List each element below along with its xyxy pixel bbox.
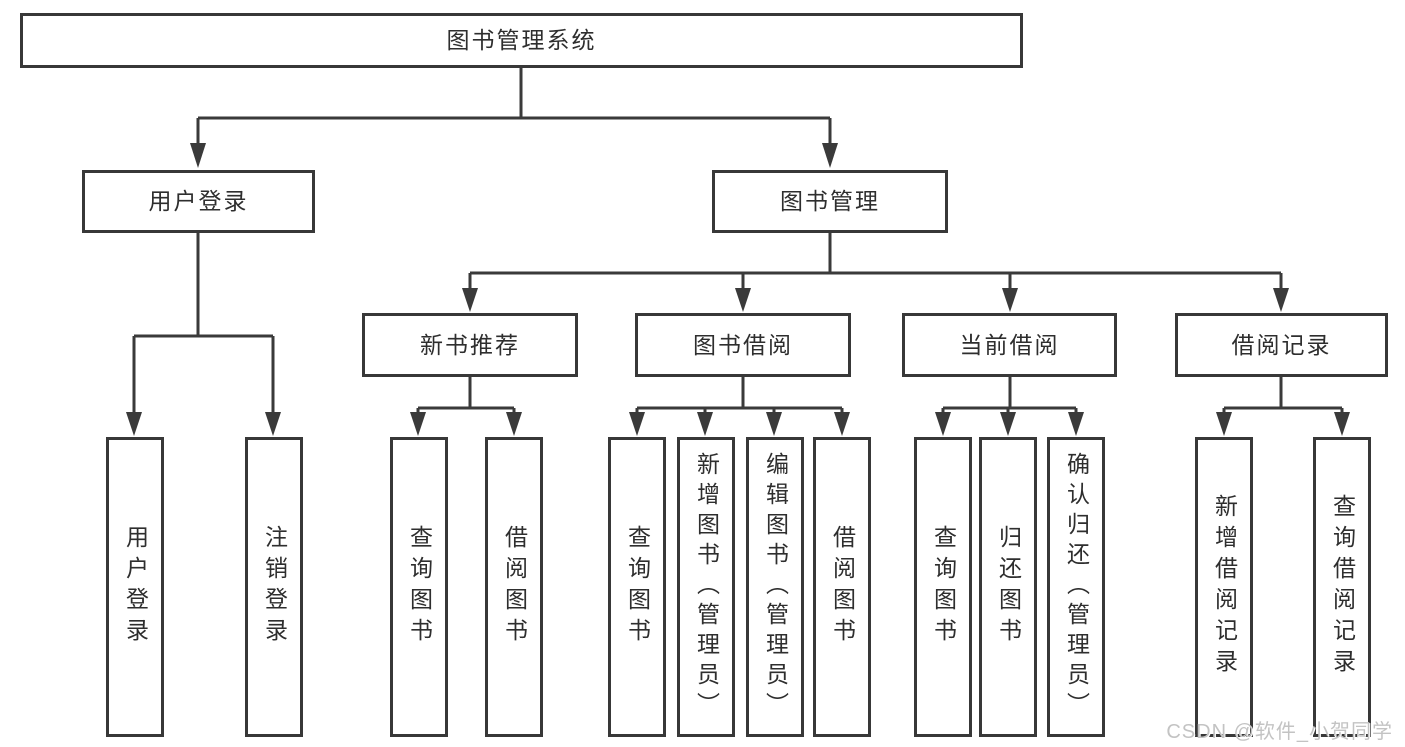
node-book-borrow: 图书借阅 bbox=[635, 313, 851, 377]
node-new-book-recommend: 新书推荐 bbox=[362, 313, 578, 377]
leaf-borrow-borrow: 借阅图书 bbox=[813, 437, 871, 737]
leaf-newbook-borrow: 借阅图书 bbox=[485, 437, 543, 737]
leaf-borrow-edit-admin: 编辑图书（管理员） bbox=[746, 437, 804, 737]
leaf-logout: 注销登录 bbox=[245, 437, 303, 737]
tree-edges bbox=[132, 68, 1344, 414]
leaf-current-return: 归还图书 bbox=[979, 437, 1037, 737]
node-current-borrow: 当前借阅 bbox=[902, 313, 1117, 377]
leaf-borrow-query: 查询图书 bbox=[608, 437, 666, 737]
leaf-records-add: 新增借阅记录 bbox=[1195, 437, 1253, 737]
node-book-management: 图书管理 bbox=[712, 170, 948, 233]
leaf-records-query: 查询借阅记录 bbox=[1313, 437, 1371, 737]
leaf-newbook-query: 查询图书 bbox=[390, 437, 448, 737]
leaf-user-login: 用户登录 bbox=[106, 437, 164, 737]
node-borrow-records: 借阅记录 bbox=[1175, 313, 1388, 377]
leaf-current-query: 查询图书 bbox=[914, 437, 972, 737]
leaf-borrow-add-admin: 新增图书（管理员） bbox=[677, 437, 735, 737]
node-user-login: 用户登录 bbox=[82, 170, 315, 233]
csdn-watermark: CSDN @软件_小贺同学 bbox=[1166, 721, 1393, 743]
leaf-current-confirm-admin: 确认归还（管理员） bbox=[1047, 437, 1105, 737]
node-root: 图书管理系统 bbox=[20, 13, 1023, 68]
arrowheads bbox=[126, 143, 1350, 436]
